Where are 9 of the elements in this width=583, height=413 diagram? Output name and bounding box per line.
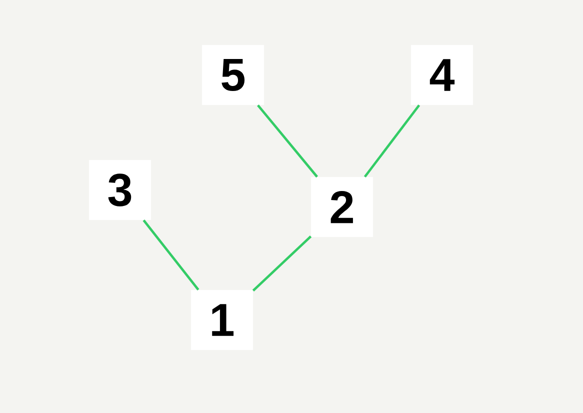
number-label: 2 xyxy=(311,177,373,237)
tree-edge xyxy=(364,104,420,178)
number-label: 3 xyxy=(89,160,151,220)
tree-edge xyxy=(142,219,200,291)
number-label: 4 xyxy=(411,45,473,105)
number-label: 1 xyxy=(191,290,253,350)
tree-edge xyxy=(257,104,318,178)
number-label: 5 xyxy=(202,45,264,105)
tree-edge xyxy=(252,236,312,292)
